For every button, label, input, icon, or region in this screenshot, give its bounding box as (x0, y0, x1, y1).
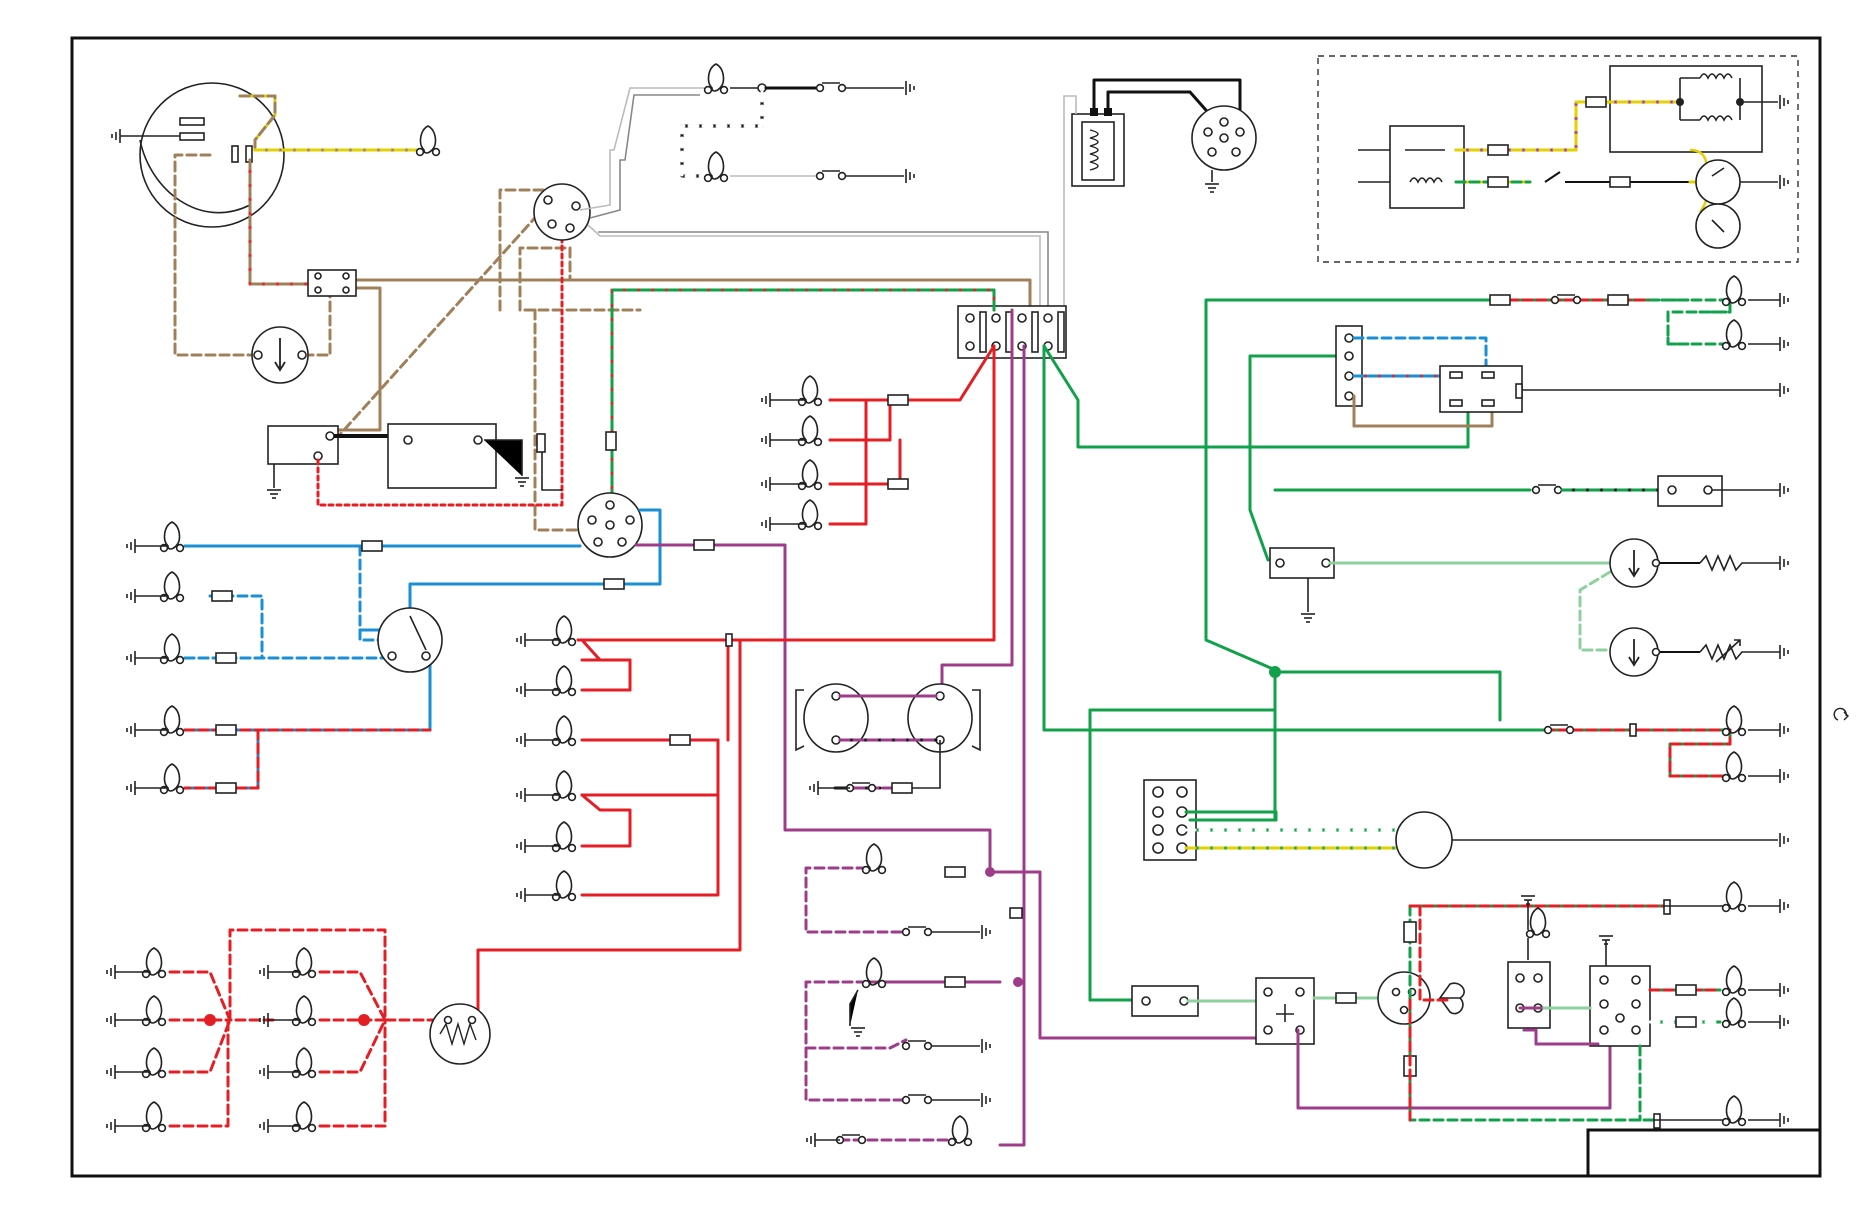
dip-switch (377, 607, 443, 673)
brake-test-switch (1507, 961, 1551, 1029)
fuel-gauge (1609, 538, 1661, 588)
bulb-group-rear-lamps (516, 615, 577, 903)
rotate-icon (1833, 707, 1849, 721)
hazard-switch (1589, 935, 1651, 1047)
bulb-group-headlamps (126, 521, 185, 796)
temp-gauge (1609, 627, 1661, 677)
horns (795, 683, 981, 753)
overdrive-solenoid-box (1389, 125, 1465, 209)
overdrive-relay-box (1609, 65, 1763, 153)
starter-solenoid (266, 425, 339, 499)
indicator-lamp-group (106, 928, 442, 1134)
tachometer (1395, 811, 1453, 869)
horn-push-ring (111, 82, 285, 228)
overdrive-switch (1695, 159, 1741, 205)
heater-motor (1377, 971, 1465, 1025)
title-block (1586, 1128, 1822, 1178)
ignition-switch (533, 183, 591, 241)
battery (387, 423, 530, 489)
drawing-frame (70, 36, 1822, 1178)
inset-overdrive-circuit (1317, 55, 1799, 263)
flasher-switch (429, 1003, 491, 1065)
distributor (1191, 105, 1257, 193)
bulb-group-interior (804, 843, 991, 1148)
ignition-coil (1071, 108, 1125, 187)
flasher-unit (251, 326, 309, 384)
bulb-group-sidelamps (761, 375, 823, 532)
voltage-stabiliser (1269, 547, 1335, 623)
wiper-switch (1439, 365, 1523, 413)
overdrive-relay (1255, 977, 1315, 1045)
lighting-switch (577, 492, 643, 558)
